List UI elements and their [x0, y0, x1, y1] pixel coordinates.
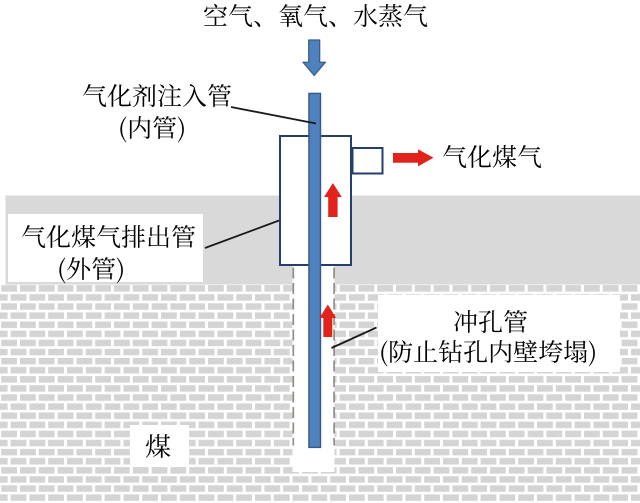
coal-seam-label: 煤: [145, 433, 171, 459]
injection-pipe-label-line1-text-svg: [83, 84, 231, 108]
casing-label-leader-line: [331, 326, 377, 349]
feed-gases-label: 空气、氧气、水蒸气: [203, 3, 428, 28]
syngas-right-arrow-icon: [393, 149, 434, 167]
discharge-pipe-label-line1: 气化煤气排出管: [21, 224, 196, 249]
discharge-label-leader-line: [204, 219, 280, 249]
syngas-out-label-text-svg: [443, 145, 542, 168]
coal-seam-label-bg: [130, 425, 189, 467]
casing-pipe-label-line1-text-svg: [454, 310, 527, 334]
injection-label-leader-line: [230, 106, 317, 125]
annulus-up-arrow-upper-icon: [324, 183, 342, 217]
discharge-pipe-label-line1-text-svg: [21, 224, 195, 248]
feed-gases-label-text-svg: [204, 3, 428, 27]
discharge-pipe-label-line2: (外管): [57, 256, 125, 284]
annulus-up-arrow-lower-icon: [319, 304, 337, 337]
casing-pipe-label-line1: 冲孔管: [453, 309, 528, 334]
discharge-pipe-label-bg: [8, 214, 203, 282]
inner-pipe: [308, 92, 322, 449]
injection-pipe-label-line2-text-svg: [119, 115, 184, 143]
casing-pipe-label-line2-text-svg: [380, 339, 595, 367]
coal-seam-label-text-svg: [145, 433, 171, 458]
syngas-out-label: 气化煤气: [442, 144, 542, 169]
injection-pipe-label-line1: 气化剂注入管: [82, 83, 232, 108]
discharge-pipe-label-line2-text-svg: [58, 256, 123, 284]
casing-pipe-label-line2: (防止钻孔内壁垮塌): [379, 339, 597, 367]
injection-pipe-label-line2: (内管): [118, 115, 186, 143]
outlet-stub: [351, 147, 384, 175]
injection-down-arrow-icon: [302, 39, 326, 77]
